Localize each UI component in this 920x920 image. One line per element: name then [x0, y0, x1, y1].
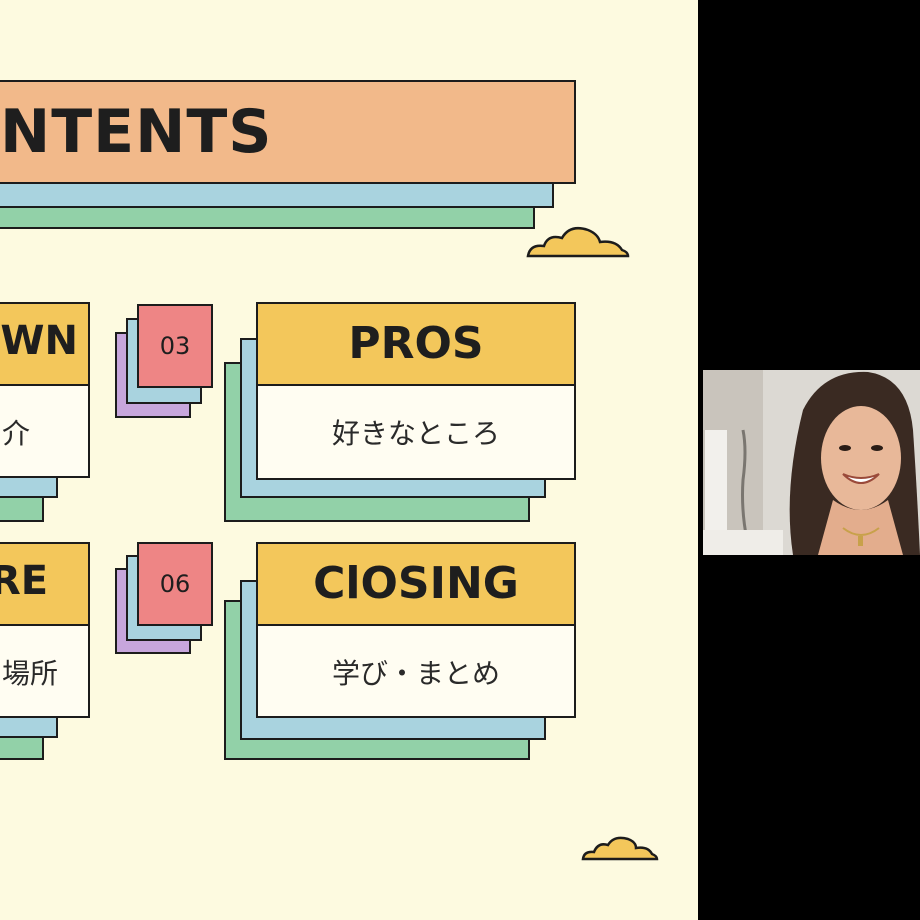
- card-3-shadow-green: [0, 736, 44, 760]
- badge-06: [137, 542, 213, 626]
- card-1-heading: WN: [0, 318, 78, 364]
- card-3-heading: RE: [0, 558, 49, 604]
- card-1-subtitle: 介: [1, 417, 30, 450]
- presentation-slide: NTENTS WN 介 03 PROS 好きなところ RE 場所 06 ClOS…: [0, 0, 698, 920]
- cloud-icon: [526, 227, 630, 258]
- card-1-header: [0, 302, 90, 386]
- card-3-subtitle: 場所: [1, 657, 58, 690]
- badge-06-number: 06: [159, 570, 191, 598]
- presenter-video-icon: [703, 370, 920, 555]
- card-pros-subtitle: 好きなところ: [331, 417, 500, 450]
- badge-03: [137, 304, 213, 388]
- title-banner: [0, 80, 576, 184]
- card-1-body: [0, 384, 90, 478]
- cloud-icon: [581, 836, 659, 861]
- title-banner-shadow-blue: [0, 182, 554, 208]
- presenter-webcam[interactable]: [703, 370, 920, 555]
- slide-title: NTENTS: [0, 97, 273, 167]
- card-pros-heading: PROS: [348, 318, 484, 369]
- card-3-header: [0, 542, 90, 626]
- card-1-shadow-green: [0, 496, 44, 522]
- card-pros-body: [256, 384, 576, 480]
- card-closing-heading: ClOSING: [313, 558, 519, 609]
- title-banner-shadow-green: [0, 205, 535, 229]
- card-closing-subtitle: 学び・まとめ: [331, 657, 500, 690]
- card-1-shadow-blue: [0, 476, 58, 498]
- card-pros-header: [256, 302, 576, 386]
- badge-03-number: 03: [159, 332, 191, 360]
- card-closing-header: [256, 542, 576, 626]
